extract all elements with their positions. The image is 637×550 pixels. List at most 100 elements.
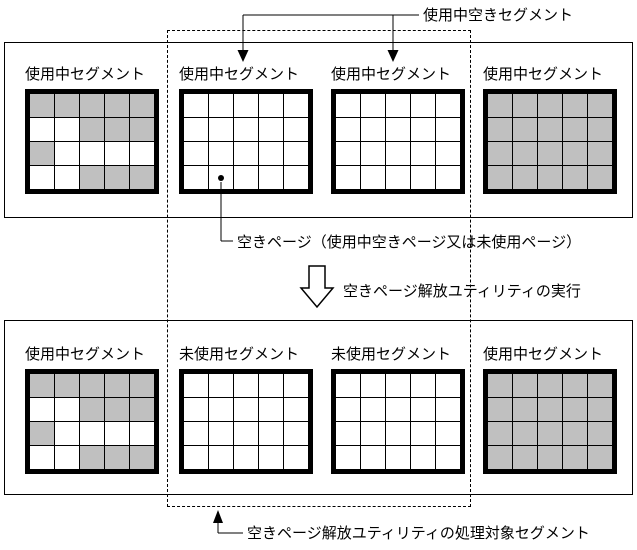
used-page-cell <box>513 142 537 165</box>
free-page-cell <box>284 446 308 469</box>
free-page-cell <box>234 398 258 421</box>
free-page-cell <box>336 94 360 117</box>
memory-container-after <box>4 320 633 495</box>
used-page-cell <box>488 398 512 421</box>
used-page-cell <box>588 142 612 165</box>
free-page-cell <box>259 142 283 165</box>
free-page-cell <box>361 142 385 165</box>
used-page-cell <box>588 398 612 421</box>
used-page-cell <box>488 118 512 141</box>
free-page-cell <box>436 94 460 117</box>
free-page-cell <box>386 142 410 165</box>
segment-label: 使用中セグメント <box>25 65 146 83</box>
segment-label: 未使用セグメント <box>331 345 452 363</box>
used-page-cell <box>55 374 79 397</box>
free-page-cell <box>259 118 283 141</box>
free-page-cell <box>234 118 258 141</box>
segment-page-grid <box>331 89 465 194</box>
free-page-cell <box>411 118 435 141</box>
free-page-cell <box>130 142 154 165</box>
free-page-cell <box>436 374 460 397</box>
used-page-cell <box>563 94 587 117</box>
used-page-cell <box>538 142 562 165</box>
used-page-cell <box>130 166 154 189</box>
used-page-cell <box>563 446 587 469</box>
free-page-cell <box>284 142 308 165</box>
segment-before-4: 使用中セグメント <box>483 65 623 194</box>
used-free-segment-label: 使用中空きセグメント <box>423 6 574 24</box>
used-page-cell <box>105 94 129 117</box>
used-page-cell <box>130 398 154 421</box>
used-page-cell <box>488 446 512 469</box>
free-page-cell <box>209 142 233 165</box>
free-page-cell <box>284 166 308 189</box>
free-page-cell <box>436 166 460 189</box>
free-page-cell <box>386 118 410 141</box>
free-page-cell <box>259 374 283 397</box>
used-page-cell <box>513 166 537 189</box>
free-page-cell <box>284 374 308 397</box>
segment-page-grid <box>25 89 159 194</box>
segment-label: 使用中セグメント <box>483 65 604 83</box>
free-page-cell <box>336 374 360 397</box>
used-page-cell <box>488 374 512 397</box>
segment-page-grid <box>483 89 617 194</box>
free-page-cell <box>55 422 79 445</box>
used-page-cell <box>538 166 562 189</box>
used-page-cell <box>30 422 54 445</box>
utility-target-dashed-box <box>167 30 471 507</box>
segment-after-4: 使用中セグメント <box>483 345 623 474</box>
free-page-cell <box>30 118 54 141</box>
used-page-cell <box>538 94 562 117</box>
used-page-cell <box>563 422 587 445</box>
used-page-cell <box>80 118 104 141</box>
free-page-cell <box>436 398 460 421</box>
free-page-cell <box>55 446 79 469</box>
free-page-cell <box>184 166 208 189</box>
free-page-cell <box>284 94 308 117</box>
free-page-cell <box>209 166 233 189</box>
free-page-cell <box>361 398 385 421</box>
used-page-cell <box>513 118 537 141</box>
segment-label: 未使用セグメント <box>179 345 300 363</box>
used-page-cell <box>130 94 154 117</box>
used-page-cell <box>538 422 562 445</box>
free-page-cell <box>259 446 283 469</box>
free-page-cell <box>259 94 283 117</box>
free-page-cell <box>234 166 258 189</box>
free-page-cell <box>336 142 360 165</box>
used-page-cell <box>588 422 612 445</box>
free-page-cell <box>436 118 460 141</box>
free-page-cell <box>184 94 208 117</box>
free-page-cell <box>284 118 308 141</box>
free-page-cell <box>361 374 385 397</box>
free-page-cell <box>386 398 410 421</box>
free-page-cell <box>80 422 104 445</box>
free-page-cell <box>436 422 460 445</box>
used-page-cell <box>563 142 587 165</box>
arrow-up-icon <box>213 510 223 523</box>
free-page-cell <box>55 142 79 165</box>
free-page-cell <box>234 94 258 117</box>
used-page-cell <box>538 374 562 397</box>
used-page-cell <box>130 374 154 397</box>
free-page-cell <box>130 422 154 445</box>
used-page-cell <box>488 422 512 445</box>
free-page-cell <box>234 142 258 165</box>
free-page-cell <box>209 374 233 397</box>
used-page-cell <box>563 374 587 397</box>
free-page-cell <box>184 422 208 445</box>
used-page-cell <box>538 446 562 469</box>
segment-before-1: 使用中セグメント <box>25 65 165 194</box>
free-page-cell <box>361 166 385 189</box>
free-page-label: 空きページ（使用中空きページ又は未使用ページ） <box>237 233 582 251</box>
segment-page-grid <box>25 369 159 474</box>
utility-exec-label: 空きページ解放ユティリティの実行 <box>343 282 581 300</box>
free-page-cell <box>386 446 410 469</box>
free-page-cell <box>259 398 283 421</box>
free-page-cell <box>234 422 258 445</box>
used-page-cell <box>588 118 612 141</box>
used-page-cell <box>588 446 612 469</box>
free-page-cell <box>209 398 233 421</box>
